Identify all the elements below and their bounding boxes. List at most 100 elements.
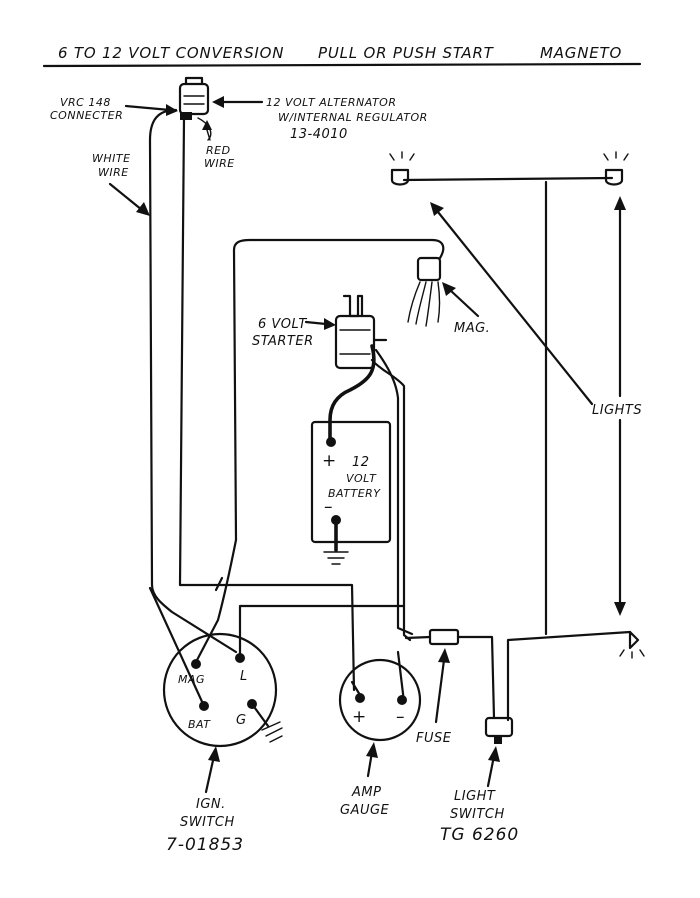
battery-to-fuse-wire xyxy=(374,348,414,636)
white-wire-annotation: WHITE WIRE xyxy=(92,152,150,216)
header-rule xyxy=(42,62,642,68)
amp-minus-lead xyxy=(396,650,406,704)
ignition-switch: MAG L BAT G IGN. SWITCH 7-01853 xyxy=(148,586,283,855)
alternator-part: 13-4010 xyxy=(290,127,348,142)
alternator-body xyxy=(178,82,210,116)
title-conversion: 6 TO 12 VOLT CONVERSION xyxy=(58,44,284,62)
battery-label-2: VOLT xyxy=(346,472,377,485)
magneto-leads xyxy=(407,281,441,327)
alternator: 12 VOLT ALTERNATOR W/INTERNAL REGULATOR … xyxy=(50,76,428,170)
battery-minus-sign: – xyxy=(324,497,334,517)
fuse-to-light-switch-wire xyxy=(456,635,496,720)
left-headlight xyxy=(390,168,410,186)
alternator-label-2: W/INTERNAL REGULATOR xyxy=(278,111,428,124)
starter-bands xyxy=(339,329,371,355)
ignition-light-wire xyxy=(238,358,406,658)
ignition-label-2: SWITCH xyxy=(180,815,235,830)
magneto-ground-wire xyxy=(194,538,238,664)
lights: LIGHTS xyxy=(389,151,645,659)
title-start-type: PULL OR PUSH START xyxy=(318,44,495,62)
fuse: FUSE xyxy=(416,628,460,746)
lights-arrow-left-shaft xyxy=(436,210,594,406)
battery-ground-icon xyxy=(323,551,349,565)
alternator-output-wire xyxy=(178,116,356,692)
connector-arrow-icon xyxy=(166,104,178,116)
amp-minus-sign: – xyxy=(396,707,406,727)
white-wire-label-1: WHITE xyxy=(92,152,131,165)
terminal-l-label: L xyxy=(240,669,248,684)
magneto-label: MAG. xyxy=(454,321,490,336)
fuse-arrow-icon xyxy=(438,648,450,663)
white-wire xyxy=(148,108,238,654)
title-magneto: MAGNETO xyxy=(540,44,622,62)
magneto-arrow-icon xyxy=(442,282,456,296)
amp-minus-terminal xyxy=(397,695,407,705)
light-switch-arrow-shaft xyxy=(486,754,496,788)
starter-label-2: STARTER xyxy=(252,334,314,349)
fuse-arrow-shaft xyxy=(434,658,446,724)
battery-label-1: 12 xyxy=(352,455,370,470)
connector-label-2: CONNECTER xyxy=(50,109,123,122)
white-wire-arrow-shaft xyxy=(108,182,144,212)
magneto: MAG. xyxy=(407,256,490,336)
lights-arrow-up-icon xyxy=(614,196,626,210)
amp-plus-sign: + xyxy=(352,707,367,727)
amp-arrow-icon xyxy=(366,742,378,758)
battery-plus-sign: + xyxy=(322,451,337,471)
light-switch-part: TG 6260 xyxy=(440,825,519,845)
left-headlight-rays-icon xyxy=(389,151,415,161)
light-switch: LIGHT SWITCH TG 6260 xyxy=(440,716,519,845)
terminal-g-label: G xyxy=(236,713,247,728)
alternator-fins xyxy=(183,95,205,105)
right-headlight-rays-icon xyxy=(603,151,629,161)
feed-to-amp xyxy=(402,604,412,642)
headlight-bus xyxy=(402,176,614,182)
fuse-label: FUSE xyxy=(416,731,452,746)
magneto-wire xyxy=(232,238,445,542)
battery-negative-post xyxy=(331,515,341,525)
light-switch-arrow-icon xyxy=(488,746,500,762)
starter-body xyxy=(334,314,376,370)
connector-arrow-shaft xyxy=(124,104,172,112)
amp-label-2: GAUGE xyxy=(340,803,390,818)
ignition-ground-lead xyxy=(250,702,270,728)
starter-label-1: 6 VOLT xyxy=(258,317,307,332)
amp-gauge-body xyxy=(338,658,422,742)
wire-splice-mark xyxy=(214,576,224,592)
battery-case xyxy=(310,420,392,544)
light-switch-label-2: SWITCH xyxy=(450,807,505,822)
starter: 6 VOLT STARTER xyxy=(252,294,388,370)
ignition-part: 7-01853 xyxy=(166,835,244,855)
ignition-arrow-icon xyxy=(208,746,220,762)
amp-plus-terminal xyxy=(355,693,365,703)
red-wire-arrow-icon xyxy=(202,120,212,130)
starter-arrow-shaft xyxy=(304,320,328,326)
white-wire-arrow-icon xyxy=(136,202,150,216)
magneto-body xyxy=(416,256,442,282)
amp-gauge: + – AMP GAUGE xyxy=(338,658,422,818)
lights-label: LIGHTS xyxy=(592,403,642,418)
ignition-switch-body xyxy=(162,632,278,748)
alternator-arrow-icon xyxy=(212,96,224,108)
right-headlight xyxy=(604,168,624,186)
starter-nose xyxy=(342,294,364,318)
terminal-mag xyxy=(191,659,201,669)
alternator-top xyxy=(184,76,204,86)
starter-arrow-icon xyxy=(324,318,336,330)
red-wire-label-2: WIRE xyxy=(204,157,235,170)
magneto-arrow-shaft xyxy=(448,288,480,318)
lights-arrow-left-icon xyxy=(430,202,444,216)
ignition-label-1: IGN. xyxy=(196,797,226,812)
white-wire-label-2: WIRE xyxy=(98,166,129,179)
battery: + – 12 VOLT BATTERY xyxy=(310,420,392,565)
connector-plug xyxy=(180,112,192,120)
connector-label-1: VRC 148 xyxy=(60,96,111,109)
light-switch-knob xyxy=(494,736,502,744)
amp-label-1: AMP xyxy=(351,785,381,800)
light-switch-to-rear-light xyxy=(506,630,632,722)
header: 6 TO 12 VOLT CONVERSION PULL OR PUSH STA… xyxy=(42,44,642,68)
wires xyxy=(148,108,632,722)
lights-arrow-down-icon xyxy=(614,602,626,616)
red-wire-arrow-shaft xyxy=(206,129,211,141)
